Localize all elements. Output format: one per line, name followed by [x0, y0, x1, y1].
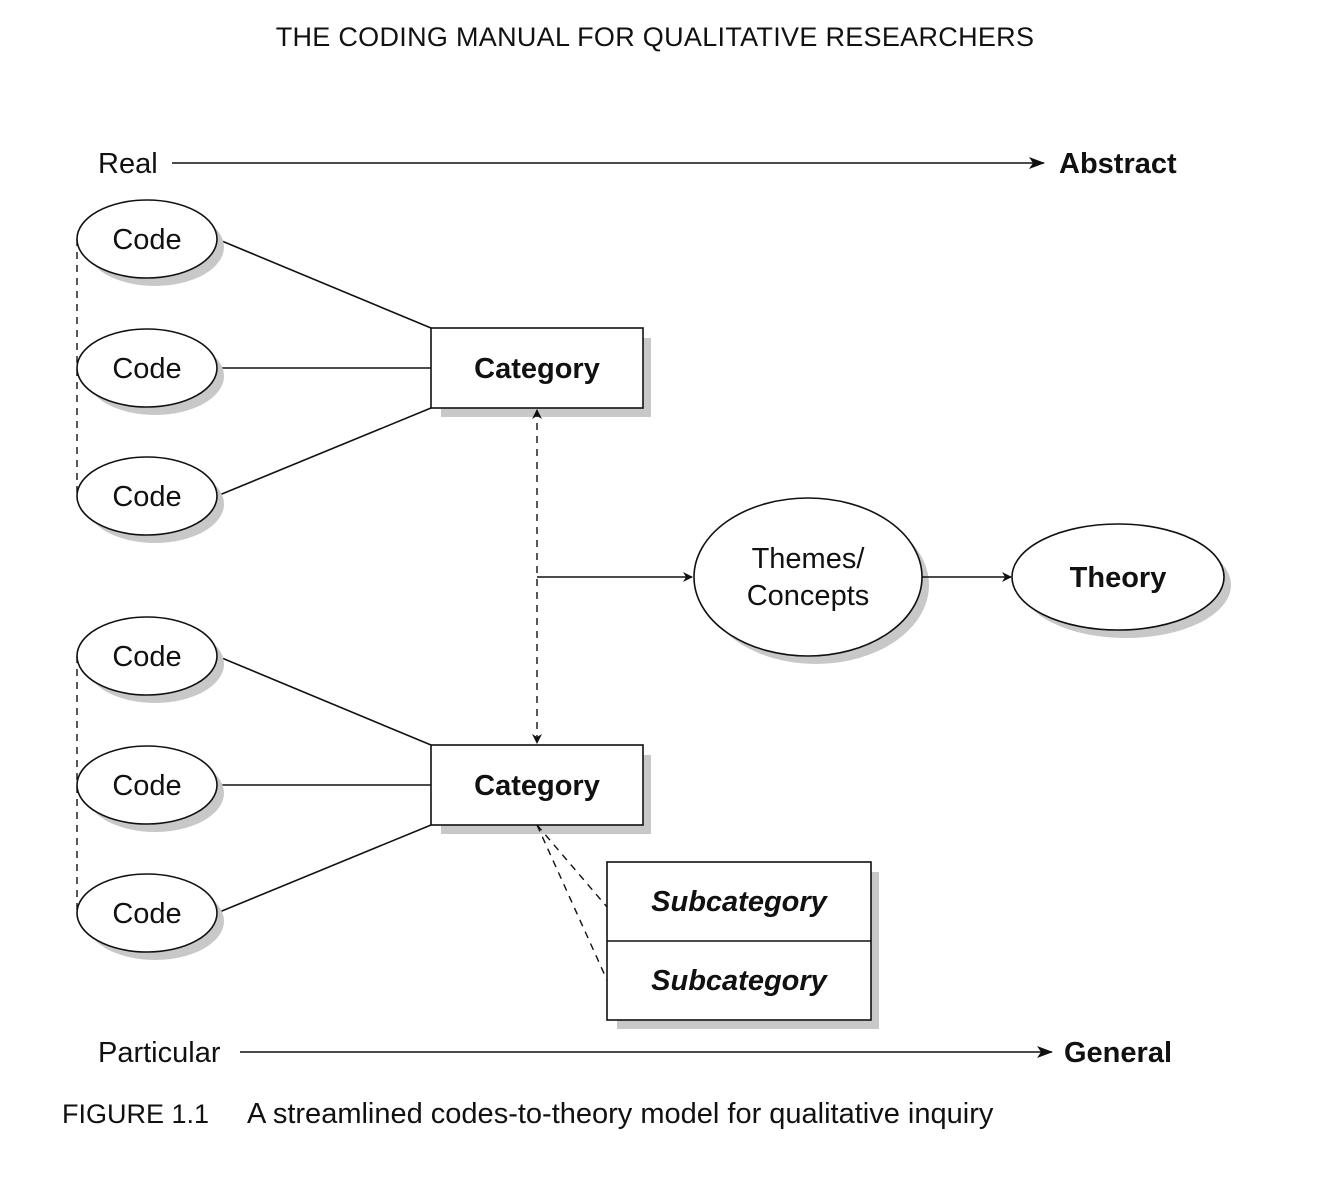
axis-label-general: General	[1064, 1037, 1172, 1069]
code-label: Code	[112, 641, 181, 673]
themes-concepts-node: Themes/ Concepts	[693, 497, 929, 664]
themes-label: Themes/	[752, 543, 866, 575]
figure-caption-text: A streamlined codes-to-theory model for …	[247, 1098, 994, 1130]
code-node: Code	[76, 873, 224, 960]
code-label: Code	[112, 224, 181, 256]
category-node: Category	[430, 744, 651, 834]
subcategory-stack: Subcategory Subcategory	[606, 861, 879, 1029]
connector-line	[216, 655, 432, 746]
theory-node: Theory	[1011, 523, 1231, 638]
code-label: Code	[112, 770, 181, 802]
axis-label-abstract: Abstract	[1059, 148, 1177, 180]
figure-number: FIGURE 1.1	[62, 1099, 210, 1129]
running-head: THE CODING MANUAL FOR QUALITATIVE RESEAR…	[275, 22, 1035, 52]
code-node: Code	[76, 328, 224, 415]
category-label: Category	[474, 353, 600, 385]
subcategory-label: Subcategory	[651, 965, 829, 997]
code-node: Code	[76, 745, 224, 832]
connector-line	[216, 407, 432, 497]
category-node: Category	[430, 327, 651, 417]
code-node: Code	[76, 199, 224, 286]
code-node: Code	[76, 616, 224, 703]
theory-label: Theory	[1070, 562, 1167, 594]
connector-line	[216, 238, 432, 329]
subcategory-link-dashed	[536, 824, 608, 908]
concepts-label: Concepts	[747, 580, 870, 612]
code-label: Code	[112, 353, 181, 385]
code-label: Code	[112, 481, 181, 513]
axis-label-real: Real	[98, 148, 158, 180]
subcategory-label: Subcategory	[651, 886, 829, 918]
category-label: Category	[474, 770, 600, 802]
code-label: Code	[112, 898, 181, 930]
connector-line	[216, 824, 432, 914]
figure-caption: FIGURE 1.1 A streamlined codes-to-theory …	[62, 1098, 993, 1131]
axis-label-particular: Particular	[98, 1037, 221, 1069]
subcategory-link-dashed	[536, 824, 608, 981]
code-node: Code	[76, 456, 224, 543]
